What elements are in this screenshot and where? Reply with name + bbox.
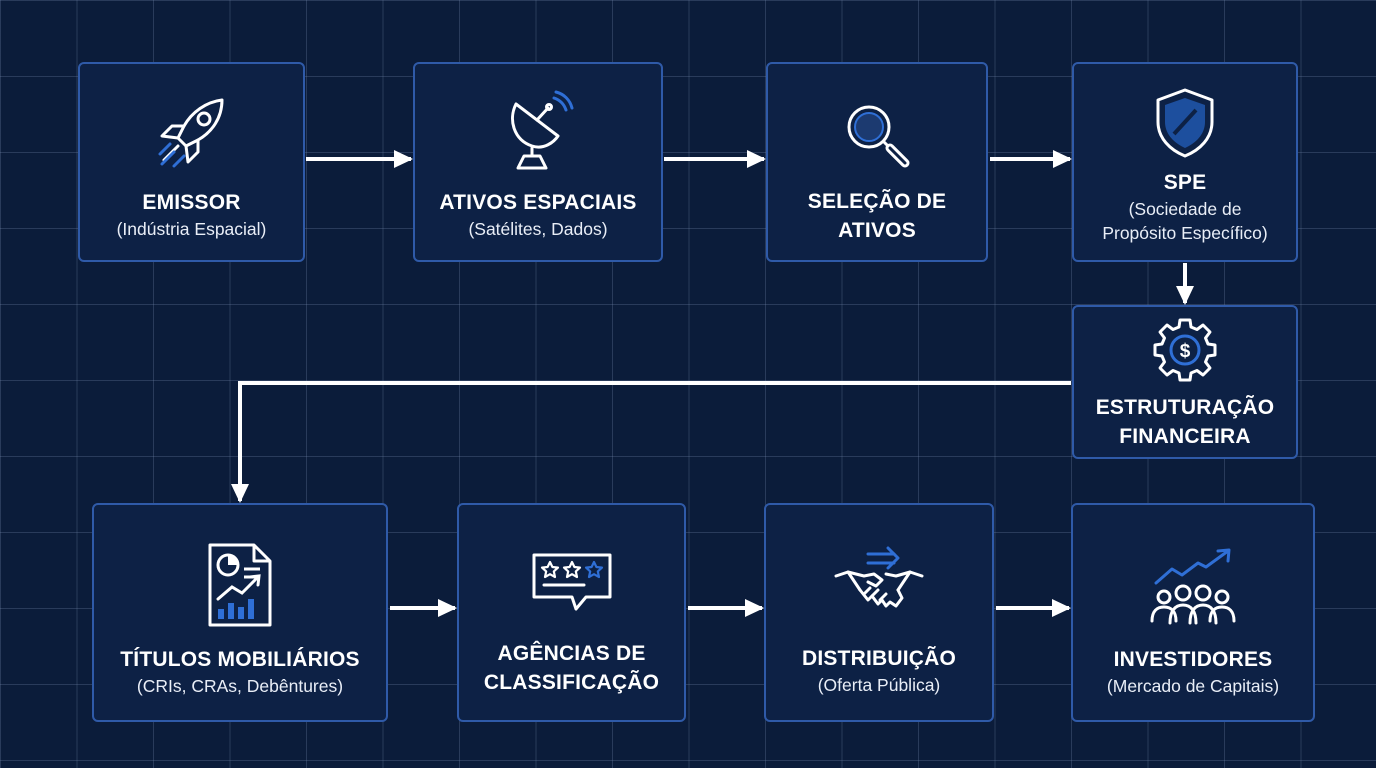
svg-text:$: $	[1180, 341, 1191, 362]
node-titulos-mobiliarios: TÍTULOS MOBILIÁRIOS (CRIs, CRAs, Debêntu…	[92, 503, 388, 722]
node-estruturacao-financeira: $ ESTRUTURAÇÃO FINANCEIRA	[1072, 305, 1298, 459]
node-title-line1: AGÊNCIAS DE	[497, 641, 646, 665]
node-subtitle: (Mercado de Capitais)	[1106, 676, 1280, 696]
node-subtitle: (Satélites, Dados)	[468, 218, 608, 239]
node-spe: SPE (Sociedade de Propósito Específico)	[1072, 62, 1298, 262]
node-subtitle-line1: (Sociedade de	[1128, 198, 1242, 219]
node-subtitle-line2: Propósito Específico)	[1102, 222, 1268, 243]
node-title-line2: CLASSIFICAÇÃO	[483, 670, 660, 694]
rocket-icon	[158, 98, 223, 167]
node-subtitle: (Indústria Espacial)	[116, 218, 267, 239]
node-title-line2: FINANCEIRA	[1119, 425, 1251, 448]
node-ativos-espaciais: ATIVOS ESPACIAIS (Satélites, Dados)	[413, 62, 663, 262]
arrow-estrutura-titulos	[231, 381, 1071, 503]
report-chart-icon	[208, 543, 272, 627]
node-title: ATIVOS ESPACIAIS	[439, 190, 637, 214]
satellite-dish-icon	[511, 90, 574, 169]
node-title-line1: ESTRUTURAÇÃO	[1095, 396, 1275, 419]
node-selecao-ativos: SELEÇÃO DE ATIVOS	[766, 62, 988, 262]
node-investidores: INVESTIDORES (Mercado de Capitais)	[1071, 503, 1315, 722]
magnifier-icon	[847, 105, 910, 168]
node-title: SPE	[1163, 170, 1207, 194]
node-title-line2: ATIVOS	[838, 219, 916, 242]
investors-growth-icon	[1150, 548, 1236, 625]
node-title: INVESTIDORES	[1113, 648, 1273, 671]
node-title-line1: SELEÇÃO DE	[807, 190, 947, 213]
handshake-icon	[834, 546, 924, 608]
node-emissor: EMISSOR (Indústria Espacial)	[78, 62, 305, 262]
gear-dollar-icon: $	[1153, 318, 1217, 382]
node-title: TÍTULOS MOBILIÁRIOS	[120, 648, 360, 671]
shield-icon	[1156, 88, 1214, 157]
node-agencias-classificacao: AGÊNCIAS DE CLASSIFICAÇÃO	[457, 503, 686, 722]
node-subtitle: (Oferta Pública)	[817, 675, 941, 695]
node-subtitle: (CRIs, CRAs, Debêntures)	[136, 676, 344, 696]
node-title: EMISSOR	[142, 190, 241, 214]
node-title: DISTRIBUIÇÃO	[801, 647, 957, 670]
node-distribuicao: DISTRIBUIÇÃO (Oferta Pública)	[764, 503, 994, 722]
rating-stars-icon	[532, 553, 611, 610]
